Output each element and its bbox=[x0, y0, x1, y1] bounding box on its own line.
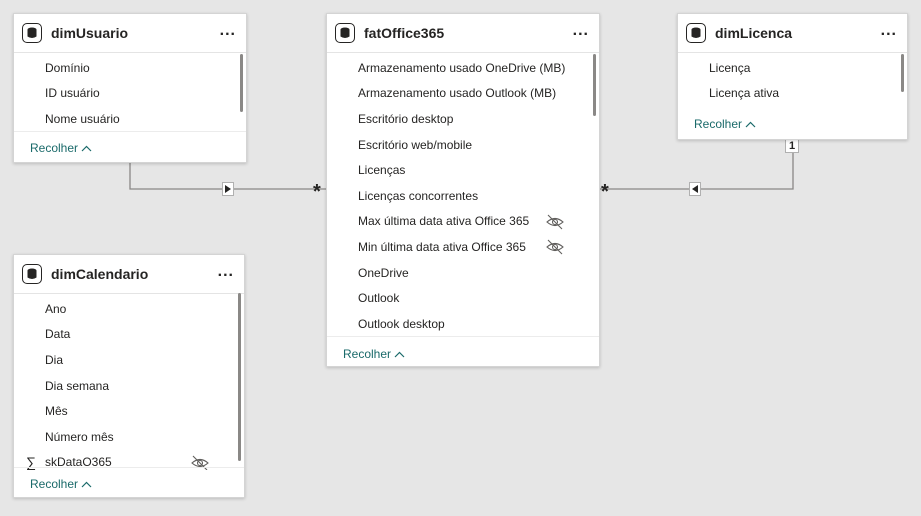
collapse-label: Recolher bbox=[30, 141, 79, 155]
table-title: fatOffice365 bbox=[364, 25, 445, 41]
chevron-up-icon bbox=[81, 145, 92, 151]
chevron-up-icon bbox=[745, 121, 756, 127]
sigma-icon: ∑ bbox=[26, 453, 36, 470]
many-marker-left: * bbox=[313, 181, 321, 203]
table-card-dimlicenca[interactable]: dimLicenca ... Licença Licença ativa Rec… bbox=[677, 13, 908, 140]
chevron-up-icon bbox=[81, 481, 92, 487]
table-title: dimLicenca bbox=[715, 25, 793, 41]
field-label: Max última data ativa Office 365 bbox=[358, 214, 530, 229]
field-list[interactable]: Licença Licença ativa bbox=[678, 53, 907, 111]
collapse-button[interactable]: Recolher bbox=[694, 117, 756, 131]
table-header[interactable]: fatOffice365 ... bbox=[327, 14, 599, 53]
field-item[interactable]: OneDrive bbox=[358, 265, 409, 280]
field-item[interactable]: Armazenamento usado OneDrive (MB) bbox=[358, 60, 566, 75]
collapse-label: Recolher bbox=[343, 347, 392, 361]
field-item[interactable]: Data bbox=[45, 327, 71, 342]
table-card-dimusuario[interactable]: dimUsuario ... Domínio ID usuário Nome u… bbox=[13, 13, 247, 163]
field-item-hidden[interactable]: Max última data ativa Office 365 bbox=[327, 209, 599, 235]
field-list[interactable]: Armazenamento usado OneDrive (MB) Armaze… bbox=[327, 53, 599, 341]
collapse-label: Recolher bbox=[30, 477, 79, 491]
table-title: dimCalendario bbox=[51, 266, 149, 282]
field-list[interactable]: Ano Data Dia Dia semana Mês Número mês ∑… bbox=[14, 294, 244, 470]
field-item-hidden[interactable]: Min última data ativa Office 365 bbox=[327, 234, 599, 260]
field-item[interactable]: Armazenamento usado Outlook (MB) bbox=[358, 86, 557, 101]
field-item[interactable]: Licenças bbox=[358, 163, 406, 178]
field-item[interactable]: Outlook bbox=[358, 291, 400, 306]
table-title: dimUsuario bbox=[51, 25, 129, 41]
database-icon bbox=[686, 23, 706, 43]
field-label: skDataO365 bbox=[45, 455, 112, 470]
field-label: Min última data ativa Office 365 bbox=[358, 239, 526, 254]
scrollbar[interactable] bbox=[593, 54, 596, 116]
relationship-line-licenca bbox=[600, 140, 794, 190]
chevron-up-icon bbox=[394, 351, 405, 357]
collapse-button[interactable]: Recolher bbox=[30, 141, 92, 155]
field-item[interactable]: Licenças concorrentes bbox=[358, 188, 479, 203]
field-item[interactable]: Licença ativa bbox=[709, 86, 780, 101]
more-options-icon[interactable]: ... bbox=[217, 263, 234, 280]
field-item[interactable]: Domínio bbox=[45, 60, 90, 75]
database-icon bbox=[22, 264, 42, 284]
field-item[interactable]: Escritório desktop bbox=[358, 111, 454, 126]
filter-direction-right-icon bbox=[222, 182, 234, 196]
collapse-label: Recolher bbox=[694, 117, 743, 131]
table-card-fatoffice365[interactable]: fatOffice365 ... Armazenamento usado One… bbox=[326, 13, 600, 367]
one-marker: 1 bbox=[785, 139, 799, 153]
database-icon bbox=[335, 23, 355, 43]
collapse-button[interactable]: Recolher bbox=[343, 347, 405, 361]
more-options-icon[interactable]: ... bbox=[219, 22, 236, 39]
divider bbox=[14, 467, 244, 468]
database-icon bbox=[22, 23, 42, 43]
field-list[interactable]: Domínio ID usuário Nome usuário bbox=[14, 53, 246, 135]
field-item[interactable]: ID usuário bbox=[45, 86, 100, 101]
field-item[interactable]: Licença bbox=[709, 60, 751, 75]
field-item[interactable]: Outlook desktop bbox=[358, 316, 445, 331]
field-item[interactable]: Ano bbox=[45, 301, 67, 316]
scrollbar[interactable] bbox=[901, 54, 904, 92]
table-header[interactable]: dimCalendario ... bbox=[14, 255, 244, 294]
filter-direction-left-icon bbox=[689, 182, 701, 196]
scrollbar[interactable] bbox=[240, 54, 243, 112]
more-options-icon[interactable]: ... bbox=[880, 22, 897, 39]
table-header[interactable]: dimUsuario ... bbox=[14, 14, 246, 53]
divider bbox=[14, 131, 246, 132]
more-options-icon[interactable]: ... bbox=[572, 22, 589, 39]
eye-hidden-icon bbox=[546, 214, 564, 229]
relationship-line-usuario bbox=[129, 160, 326, 190]
field-item[interactable]: Número mês bbox=[45, 429, 114, 444]
field-item[interactable]: Nome usuário bbox=[45, 111, 120, 126]
field-item[interactable]: Escritório web/mobile bbox=[358, 137, 473, 152]
field-item[interactable]: Dia bbox=[45, 352, 64, 367]
collapse-button[interactable]: Recolher bbox=[30, 477, 92, 491]
scrollbar[interactable] bbox=[238, 293, 241, 461]
divider bbox=[327, 336, 599, 337]
many-marker-right: * bbox=[601, 181, 609, 203]
table-header[interactable]: dimLicenca ... bbox=[678, 14, 907, 53]
eye-hidden-icon bbox=[546, 239, 564, 255]
field-item[interactable]: Dia semana bbox=[45, 378, 110, 393]
table-card-dimcalendario[interactable]: dimCalendario ... Ano Data Dia Dia seman… bbox=[13, 254, 245, 498]
field-item[interactable]: Mês bbox=[45, 404, 68, 419]
